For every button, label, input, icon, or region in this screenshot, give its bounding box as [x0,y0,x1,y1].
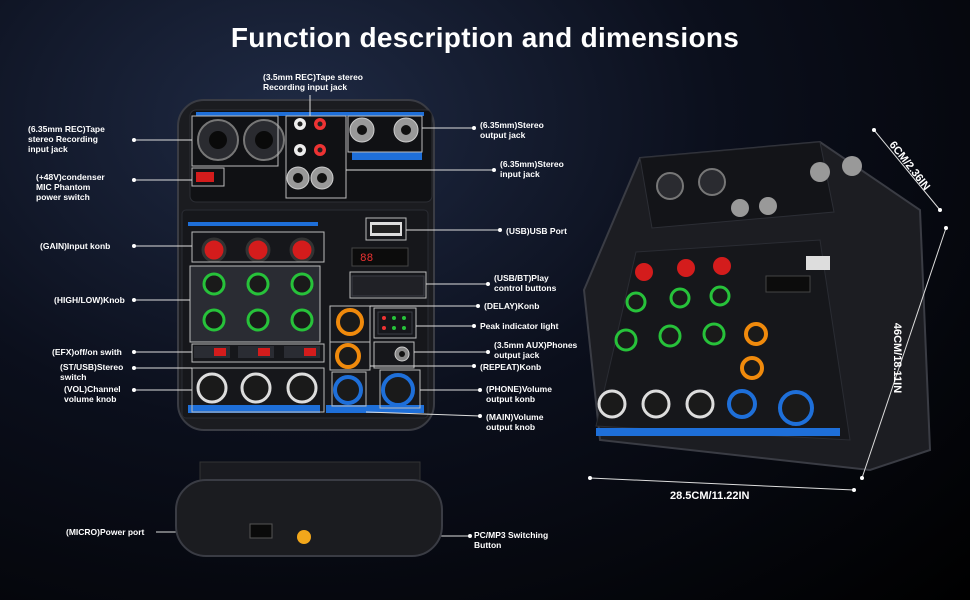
label-efx: (EFX)off/on swith [52,347,122,357]
label-vol: (VOL)Channel volume knob [64,384,121,404]
page-title: Function description and dimensions [230,22,740,53]
xlr-input-1[interactable] [197,119,239,161]
svg-text:88: 88 [360,253,373,265]
label-main-vol: (MAIN)Volume output knob [486,412,544,432]
gain-knobs [201,237,315,263]
label-usb-bt: (USB/BT)Play control buttons [494,273,557,293]
label-phones: (3.5mm AUX)Phones output jack [494,340,578,360]
label-st-usb: (ST/USB)Stereo switch [60,362,124,382]
label-phantom-switch: (+48V)condenser MIC Phantom power switch [36,172,105,202]
label-gain: (GAIN)Input konb [40,241,111,251]
xlr-input-2[interactable] [243,119,285,161]
micro-power-port [249,523,273,539]
label-repeat: (REPEAT)Konb [480,362,542,372]
label-delay: (DELAY)Konb [484,301,540,311]
label-tape-rec-35: (3.5mm REC)Tape stereo Recording input j… [263,72,363,92]
eq-knobs [202,272,314,332]
phantom-switch [196,172,214,182]
label-usb-port: (USB)USB Port [506,226,567,236]
perspective-mixer-view [582,140,932,472]
label-high-low: (HIGH/LOW)Knob [54,295,125,305]
label-tape-rec-635: (6.35mm REC)Tape stereo Recording input … [28,124,105,154]
dimension-width: 28.5CM/11.22IN [670,490,750,502]
label-stereo-input: (6.35mm)Stereo input jack [500,159,564,179]
label-micro-power: (MICRO)Power port [66,527,145,537]
label-phone-vol: (PHONE)Volume output konb [486,384,552,404]
label-stereo-output: (6.35mm)Stereo output jack [480,120,544,140]
pc-mp3-button [297,530,311,544]
label-peak: Peak indicator light [480,321,559,331]
dimension-length: 46CM/18.11IN [891,322,904,394]
label-pc-mp3: PC/MP3 Switching Button [474,530,549,550]
